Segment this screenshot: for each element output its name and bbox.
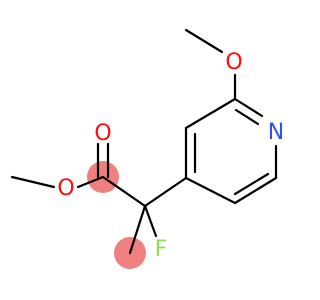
- bond-o-methoxy-methyl: [184, 28, 224, 54]
- bond-ring-c2-n-inner: [234, 108, 260, 126]
- atom-label-methoxy-oxygen: O: [225, 50, 242, 75]
- atom-labels: O O O N F: [57, 50, 284, 262]
- atom-label-carbonyl-oxygen: O: [94, 121, 111, 146]
- atom-label-ester-oxygen: O: [57, 176, 74, 201]
- bond-quaternary-fluorine: [143, 204, 158, 238]
- molecule-diagram: O O O N F: [10, 28, 284, 269]
- highlight-regions: [87, 161, 146, 269]
- bond-o-ester-carbonyl: [76, 175, 105, 189]
- atom-label-pyridine-nitrogen: N: [268, 120, 284, 145]
- bond-methyl-o-ester: [10, 175, 56, 189]
- atom-label-fluorine: F: [155, 237, 168, 262]
- bond-ring-c6-c5-inner: [233, 172, 270, 196]
- bond-quaternary-ring: [143, 176, 188, 208]
- bond-ring-c3-c2: [184, 97, 237, 130]
- bond-ring-c6-c5: [233, 176, 278, 205]
- bond-carbonyl-quaternary: [101, 175, 147, 208]
- bond-ring-c5-c4: [184, 176, 237, 205]
- bonds: [10, 28, 278, 255]
- bond-quaternary-methyl: [128, 204, 147, 255]
- bond-ring-c2-n: [233, 97, 264, 118]
